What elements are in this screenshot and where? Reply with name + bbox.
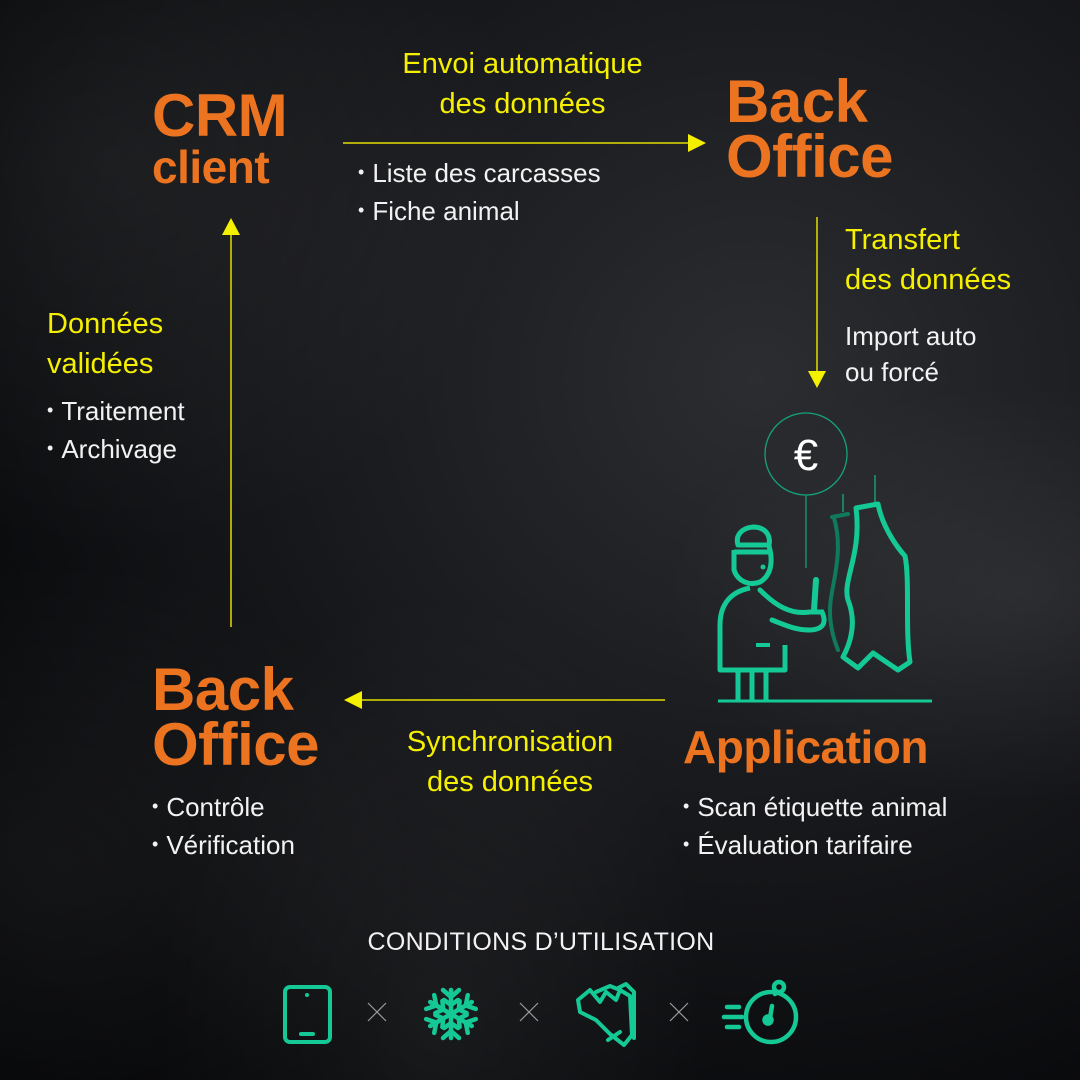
bullet-item: Traitement — [47, 394, 184, 432]
flow-bullets-donnees-validees: Traitement Archivage — [47, 394, 185, 470]
bullet-item: Archivage — [47, 432, 185, 470]
flow-label-line: validées — [47, 348, 154, 380]
arrow-app-to-backoffice — [344, 691, 665, 709]
flow-label-line: des données — [426, 766, 594, 798]
flow-label-transfert: Transfert des données — [845, 220, 1011, 300]
flow-label-line: Synchronisation — [406, 726, 614, 758]
node-backoffice-top: Back Office — [726, 68, 894, 191]
node-backoffice-bottom: Back Office — [152, 656, 320, 779]
arrow-backoffice-to-crm — [222, 218, 240, 627]
arrow-crm-to-backoffice — [343, 134, 706, 152]
crm-title: CRM — [152, 82, 288, 149]
flow-note-import: Import auto ou forcé — [845, 318, 977, 390]
backoffice-title-line: Office — [152, 711, 320, 779]
backoffice-title-line: Office — [726, 123, 894, 191]
conditions-title: CONDITIONS D’UTILISATION — [367, 928, 715, 956]
node-application: Application — [683, 721, 928, 773]
bullet-item: Vérification — [152, 828, 295, 866]
flow-label-envoi: Envoi automatique des données — [340, 44, 705, 124]
arrow-backoffice-to-app — [808, 217, 826, 388]
bullet-item: Évaluation tarifaire — [683, 828, 947, 866]
node-crm-client: CRM client — [152, 82, 288, 194]
crm-subtitle: client — [152, 141, 270, 194]
note-line: ou forcé — [845, 357, 939, 387]
bullet-item: Contrôle — [152, 790, 295, 828]
backoffice-title-line: Back — [152, 656, 294, 723]
backoffice-title-line: Back — [726, 68, 868, 135]
flow-label-line: des données — [439, 88, 606, 120]
flow-label-line: Transfert — [845, 224, 960, 256]
bullet-item: Fiche animal — [358, 194, 601, 232]
flow-label-line: Données — [47, 308, 164, 340]
bullet-item: Liste des carcasses — [358, 156, 600, 194]
flow-bullets-envoi: Liste des carcasses Fiche animal — [358, 156, 601, 232]
flow-label-donnees-validees: Données validées — [47, 304, 163, 384]
bullet-item: Scan étiquette animal — [683, 790, 947, 828]
flow-label-line: Envoi automatique — [402, 48, 643, 80]
flow-label-synchronisation: Synchronisation des données — [370, 722, 650, 802]
flow-label-line: des données — [845, 264, 1012, 296]
note-line: Import auto — [845, 321, 977, 351]
application-bullets: Scan étiquette animal Évaluation tarifai… — [683, 790, 947, 866]
backoffice-bottom-bullets: Contrôle Vérification — [152, 790, 295, 866]
